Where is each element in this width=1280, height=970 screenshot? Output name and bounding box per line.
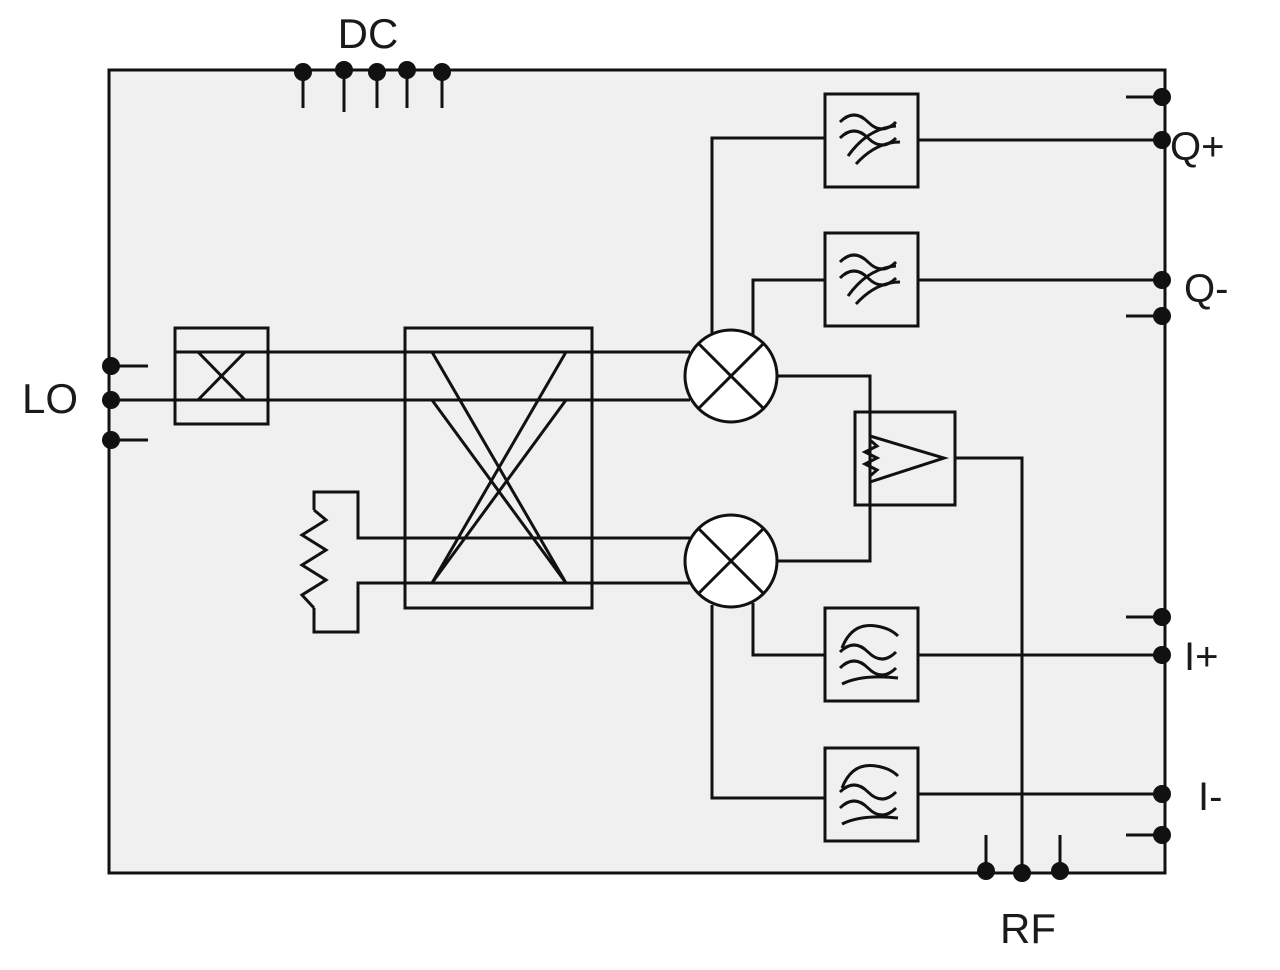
rf-feed-lines	[777, 374, 1024, 873]
output-pins	[1126, 88, 1171, 844]
label-q-plus: Q+	[1170, 125, 1224, 169]
label-dc: DC	[338, 10, 399, 57]
filter-output-lines	[918, 138, 1162, 796]
label-q-minus: Q-	[1184, 267, 1228, 311]
rf-pins	[977, 835, 1069, 882]
lowpass-filter-q-plus	[823, 92, 920, 189]
rf-splitter-amplifier	[853, 410, 957, 507]
label-lo: LO	[22, 375, 78, 422]
lowpass-filter-i-minus	[823, 746, 920, 843]
termination-resistor	[299, 490, 405, 634]
coupler-to-mixer-lines	[592, 350, 690, 585]
label-i-minus: I-	[1198, 775, 1222, 819]
lo-attenuator	[173, 326, 270, 426]
quadrature-hybrid-coupler	[403, 326, 594, 610]
lowpass-filter-q-minus	[823, 231, 920, 328]
dc-pins	[294, 61, 451, 112]
mixer-to-filter-lines	[710, 136, 825, 800]
lo-pins	[102, 357, 148, 449]
label-rf: RF	[1000, 905, 1056, 952]
mixer-top	[683, 328, 779, 424]
lo-lines	[111, 350, 405, 402]
mixer-bottom	[683, 513, 779, 609]
housing	[107, 68, 1167, 875]
label-i-plus: I+	[1184, 635, 1218, 679]
lowpass-filter-i-plus	[823, 606, 920, 703]
